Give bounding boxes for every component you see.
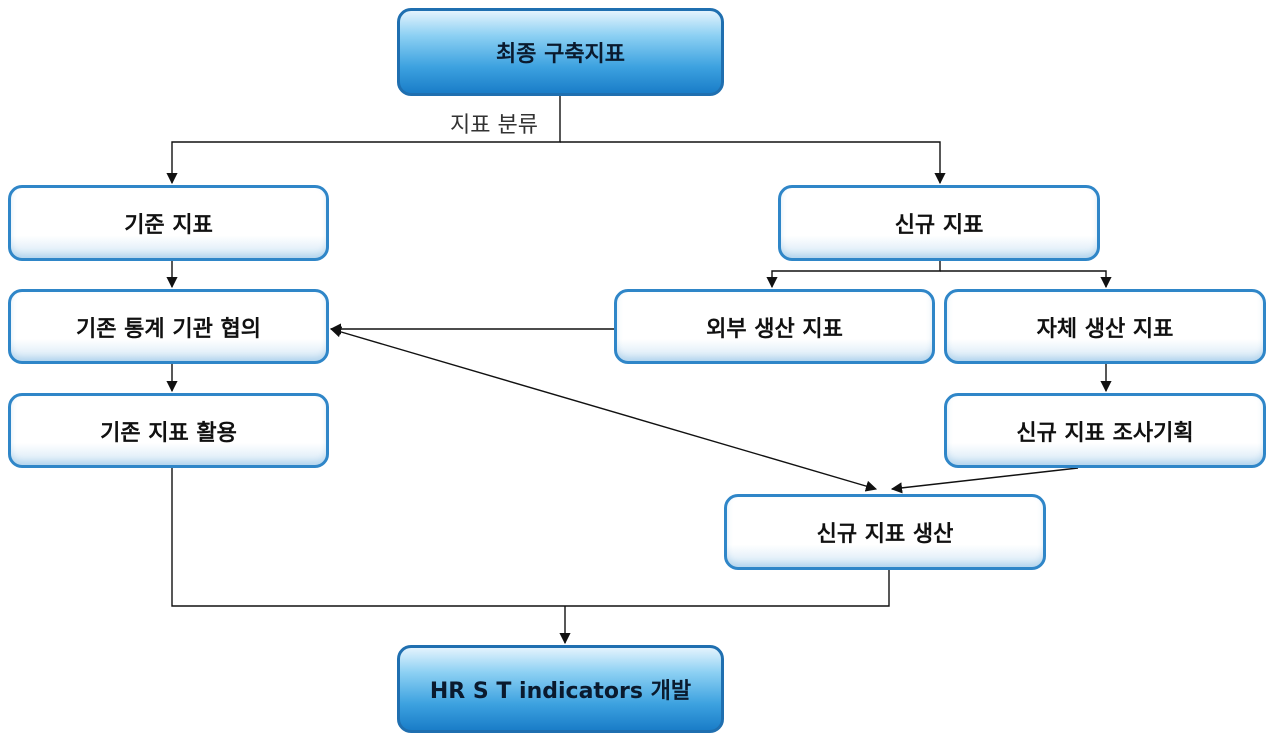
node-existing-stats-consult: 기존 통계 기관 협의 [8, 289, 329, 364]
node-existing-usage: 기존 지표 활용 [8, 393, 329, 468]
edge-production-to-merge [565, 570, 890, 607]
node-existing-indicators: 기준 지표 [8, 185, 329, 261]
edge-consult-production [329, 326, 878, 492]
node-hrst-development: HR S T indicators 개발 [397, 645, 724, 733]
node-external-indicators: 외부 생산 지표 [614, 289, 935, 364]
edge-label-classification: 지표 분류 [448, 107, 540, 139]
node-new-survey-plan: 신규 지표 조사기획 [944, 393, 1266, 468]
node-new-indicators: 신규 지표 [778, 185, 1100, 261]
edge-final-to-existing [166, 96, 561, 185]
edge-survey-to-production [890, 467, 1079, 494]
edge-usage-to-merge [171, 468, 565, 607]
edge-new-to-internal [940, 270, 1112, 289]
node-new-production: 신규 지표 생산 [724, 494, 1046, 570]
node-internal-indicators: 자체 생산 지표 [944, 289, 1266, 364]
node-final-indicators: 최종 구축지표 [397, 8, 724, 96]
edge-new-to-external [766, 261, 941, 289]
edge-final-to-new [560, 141, 946, 185]
